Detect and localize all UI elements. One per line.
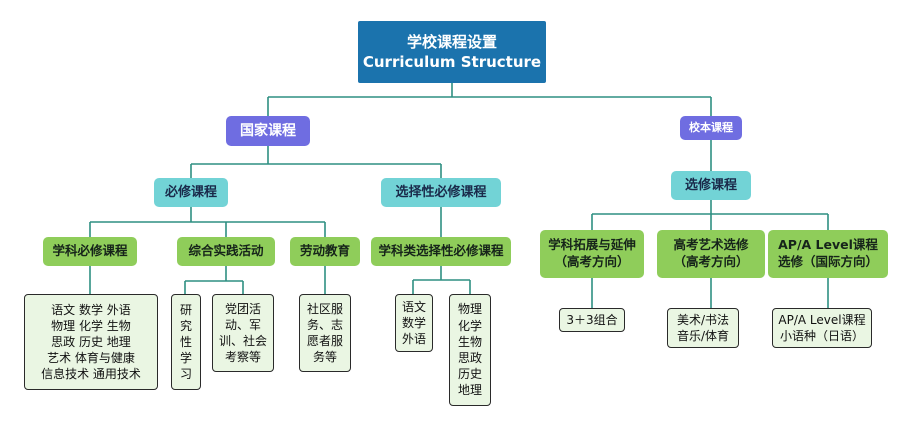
root-node: 学校课程设置 Curriculum Structure (358, 21, 546, 83)
language-math-leaf: 语文 数学 外语 (395, 294, 433, 352)
research-study-leaf: 研 究 性 学 习 (171, 294, 201, 390)
practice-activity-node: 综合实践活动 (177, 237, 275, 266)
compulsory-node: 必修课程 (154, 178, 228, 207)
ap-language-leaf: AP/A Level课程 小语种（日语） (772, 308, 872, 348)
selective-compulsory-node: 选择性必修课程 (381, 178, 501, 207)
elective-node: 选修课程 (671, 171, 751, 200)
extension-node: 学科拓展与延伸 （高考方向） (540, 230, 644, 278)
connector-elective (591, 200, 829, 230)
subjects-leaf: 语文 数学 外语 物理 化学 生物 思政 历史 地理 艺术 体育与健康 信息技术… (24, 294, 158, 390)
art-elective-node: 高考艺术选修 （高考方向） (657, 230, 765, 278)
connector-practice (184, 266, 244, 294)
root-title-cn: 学校课程设置 (406, 32, 497, 51)
combo-leaf: 3＋3组合 (559, 308, 625, 332)
ap-alevel-node: AP/A Level课程 选修（国际方向） (768, 230, 888, 278)
connector-national (190, 146, 442, 178)
labor-education-node: 劳动教育 (290, 237, 360, 266)
connector-subject-selective (412, 266, 471, 294)
arts-leaf: 美术/书法 音乐/体育 (667, 308, 739, 348)
connector-root (267, 83, 712, 116)
subject-compulsory-node: 学科必修课程 (43, 237, 137, 266)
connector-compulsory (89, 207, 326, 237)
subject-selective-compulsory-node: 学科类选择性必修课程 (371, 237, 511, 266)
community-service-leaf: 社区服 务、志 愿者服 务等 (299, 294, 351, 372)
party-activity-leaf: 党团活 动、军 训、社会 考察等 (212, 294, 274, 372)
school-curriculum-node: 校本课程 (680, 116, 742, 140)
national-curriculum-node: 国家课程 (226, 116, 310, 146)
root-title-en: Curriculum Structure (362, 53, 542, 71)
sciences-leaf: 物理 化学 生物 思政 历史 地理 (449, 294, 491, 406)
